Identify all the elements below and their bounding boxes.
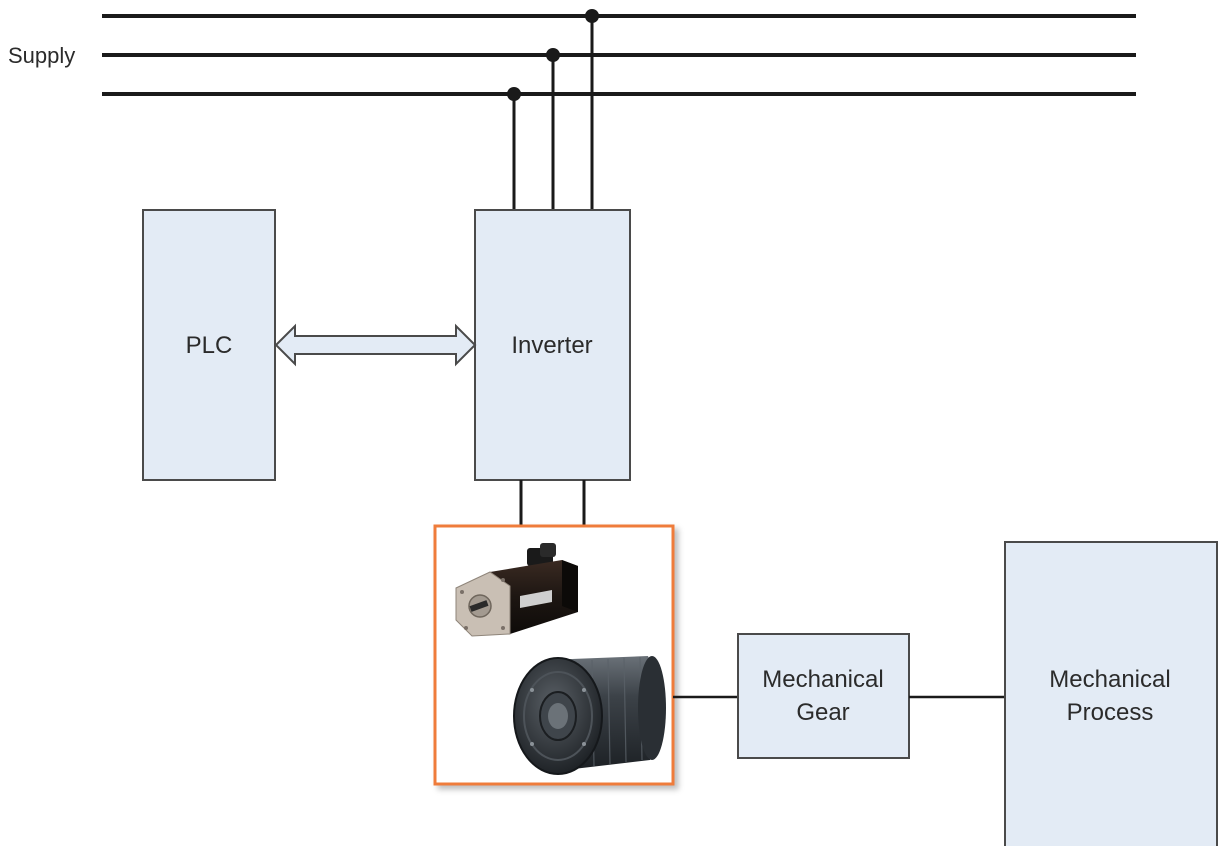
process-label-line1: Mechanical — [1049, 666, 1170, 693]
process-label-line2: Process — [1067, 699, 1154, 726]
gear-block: Mechanical Gear — [738, 634, 909, 758]
plc-label: PLC — [186, 332, 233, 359]
gear-label-line2: Gear — [796, 699, 849, 726]
motor-connections — [521, 480, 584, 526]
supply-drops — [514, 16, 592, 210]
junction-dot-2 — [546, 48, 560, 62]
junction-dot-1 — [585, 9, 599, 23]
junction-dot-3 — [507, 87, 521, 101]
gear-label-line1: Mechanical — [762, 666, 883, 693]
process-block: Mechanical Process — [1005, 542, 1217, 846]
communication-arrow — [276, 326, 475, 364]
direct-drive-motor-icon — [514, 656, 666, 774]
inverter-label: Inverter — [511, 332, 592, 359]
inverter-block: Inverter — [475, 210, 630, 480]
supply-label: Supply — [8, 43, 75, 68]
supply-lines — [102, 16, 1136, 94]
plc-block: PLC — [143, 210, 275, 480]
